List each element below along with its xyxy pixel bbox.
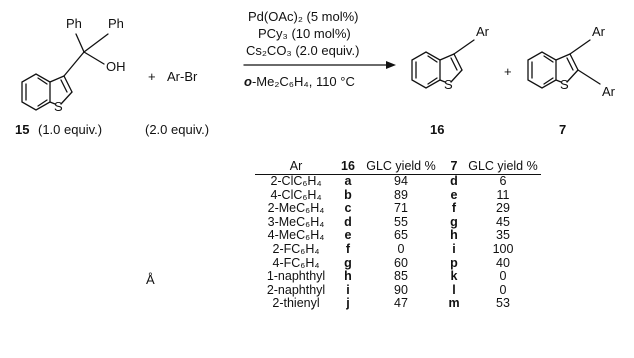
header-yield-7: GLC yield % — [465, 159, 541, 175]
cell-yield-7: 29 — [496, 201, 510, 216]
cell-yield-16: 55 — [394, 214, 408, 229]
start-ph2: Ph — [108, 16, 124, 31]
cell-ar: 2-thienyl — [272, 296, 320, 311]
reagent-arbr: Ar-Br — [167, 69, 198, 84]
cell-ar: 2-FC₆H₄ — [272, 241, 320, 256]
cell-label-7: l — [452, 282, 456, 297]
table-row: 2-naphthyl i 90 l 0 — [255, 282, 541, 298]
product7-label: 7 — [559, 122, 566, 137]
product7-ar1: Ar — [592, 24, 606, 39]
cell-label-16: e — [344, 228, 352, 243]
cell-ar: 4-ClC₆H₄ — [270, 187, 322, 202]
cell-ar: 4-MeC₆H₄ — [267, 228, 325, 243]
cell-ar: 3-MeC₆H₄ — [267, 214, 325, 229]
reagent-equiv: (2.0 equiv.) — [145, 122, 209, 137]
cell-yield-7: 45 — [496, 214, 510, 229]
start-equiv: (1.0 equiv.) — [38, 122, 102, 137]
cell-yield-16: 47 — [394, 296, 408, 311]
product7-ar2: Ar — [602, 84, 616, 99]
table-header-row: Ar 16 GLC yield % 7 GLC yield % — [255, 159, 541, 175]
reaction-arrow — [243, 61, 396, 69]
cell-label-7: p — [450, 255, 458, 270]
header-16: 16 — [337, 159, 359, 175]
start-material-structure: Ph Ph OH S — [21, 16, 126, 114]
cell-label-7: g — [450, 214, 458, 229]
table-row: 4-FC₆H₄ g 60 p 40 — [255, 255, 541, 271]
start-ph1: Ph — [66, 16, 82, 31]
cell-yield-16: 71 — [394, 201, 408, 216]
cell-ar: 2-MeC₆H₄ — [267, 201, 325, 216]
cell-label-7: k — [450, 269, 458, 284]
start-s-atom: S — [54, 99, 63, 114]
cell-yield-16: 0 — [397, 241, 405, 256]
cell-label-7: m — [448, 296, 460, 311]
table-row: 2-FC₆H₄ f 0 i 100 — [255, 241, 541, 257]
header-ar: Ar — [255, 159, 337, 175]
table-row: 1-naphthyl h 85 k 0 — [255, 270, 541, 284]
cell-yield-7: 40 — [496, 255, 510, 270]
cell-ar: 2-naphthyl — [266, 282, 326, 297]
table-row: 4-ClC₆H₄ b 89 e 11 — [255, 187, 541, 203]
cell-label-16: g — [344, 255, 352, 270]
cell-label-7: i — [452, 241, 456, 256]
cell-label-7: d — [450, 174, 458, 188]
cell-ar: 4-FC₆H₄ — [272, 255, 320, 270]
solvent-rest: -Me₂C₆H₄, 110 °C — [252, 74, 355, 89]
cell-yield-7: 11 — [496, 187, 510, 202]
cell-yield-7: 0 — [499, 282, 507, 297]
cell-label-7: h — [450, 228, 458, 243]
conditions-solvent: o-Me₂C₆H₄, 110 °C — [244, 74, 355, 89]
cell-yield-16: 65 — [394, 228, 408, 243]
start-oh: OH — [106, 59, 126, 74]
cell-label-16: a — [344, 174, 352, 188]
cell-yield-16: 90 — [394, 282, 408, 297]
cell-yield-7: 6 — [499, 174, 507, 188]
conditions-catalyst: Pd(OAc)₂ (5 mol%) — [248, 9, 359, 24]
cell-yield-7: 100 — [492, 241, 514, 256]
solvent-prefix: o — [244, 74, 252, 89]
cell-label-7: e — [450, 187, 458, 202]
cell-ar: 2-ClC₆H₄ — [270, 174, 322, 188]
cell-label-16: c — [344, 201, 352, 216]
table-row: 2-MeC₆H₄ c 71 f 29 — [255, 202, 541, 216]
stray-mark: Å — [146, 272, 155, 287]
cell-yield-7: 35 — [496, 228, 510, 243]
cell-yield-7: 0 — [499, 269, 507, 284]
results-table: Ar 16 GLC yield % 7 GLC yield % 2-ClC₆H₄… — [255, 159, 541, 311]
table-row: 2-ClC₆H₄ a 94 d 6 — [255, 174, 541, 189]
plus-sign-1: + — [148, 69, 156, 84]
product7-structure: Ar Ar S — [527, 24, 616, 99]
cell-yield-7: 53 — [496, 296, 510, 311]
cell-yield-16: 94 — [394, 174, 408, 188]
cell-label-16: j — [346, 296, 350, 311]
table-row: 3-MeC₆H₄ d 55 g 45 — [255, 214, 541, 230]
conditions-ligand: PCy₃ (10 mol%) — [258, 26, 351, 41]
product16-ar: Ar — [476, 24, 490, 39]
plus-sign-2: + — [504, 64, 512, 79]
conditions-base: Cs₂CO₃ (2.0 equiv.) — [246, 43, 359, 58]
cell-label-16: i — [346, 282, 350, 297]
cell-label-16: h — [344, 269, 352, 284]
product16-s-atom: S — [444, 77, 453, 92]
start-label: 15 — [15, 122, 29, 137]
reaction-scheme: Ph Ph OH S 15 (1.0 equiv.) + Ar-Br (2.0 … — [15, 9, 616, 137]
cell-label-16: f — [345, 241, 351, 256]
cell-yield-16: 89 — [394, 187, 408, 202]
header-yield-16: GLC yield % — [359, 159, 443, 175]
product7-s-atom: S — [560, 77, 569, 92]
cell-yield-16: 60 — [394, 255, 408, 270]
cell-label-16: d — [344, 214, 352, 229]
table-row: 2-thienyl j 47 m 53 — [255, 297, 541, 311]
cell-label-7: f — [451, 201, 457, 216]
cell-label-16: b — [344, 187, 352, 202]
cell-ar: 1-naphthyl — [266, 269, 326, 284]
product16-label: 16 — [430, 122, 444, 137]
header-7: 7 — [443, 159, 465, 175]
table-row: 4-MeC₆H₄ e 65 h 35 — [255, 229, 541, 243]
cell-yield-16: 85 — [394, 269, 408, 284]
product16-structure: Ar S — [411, 24, 490, 92]
